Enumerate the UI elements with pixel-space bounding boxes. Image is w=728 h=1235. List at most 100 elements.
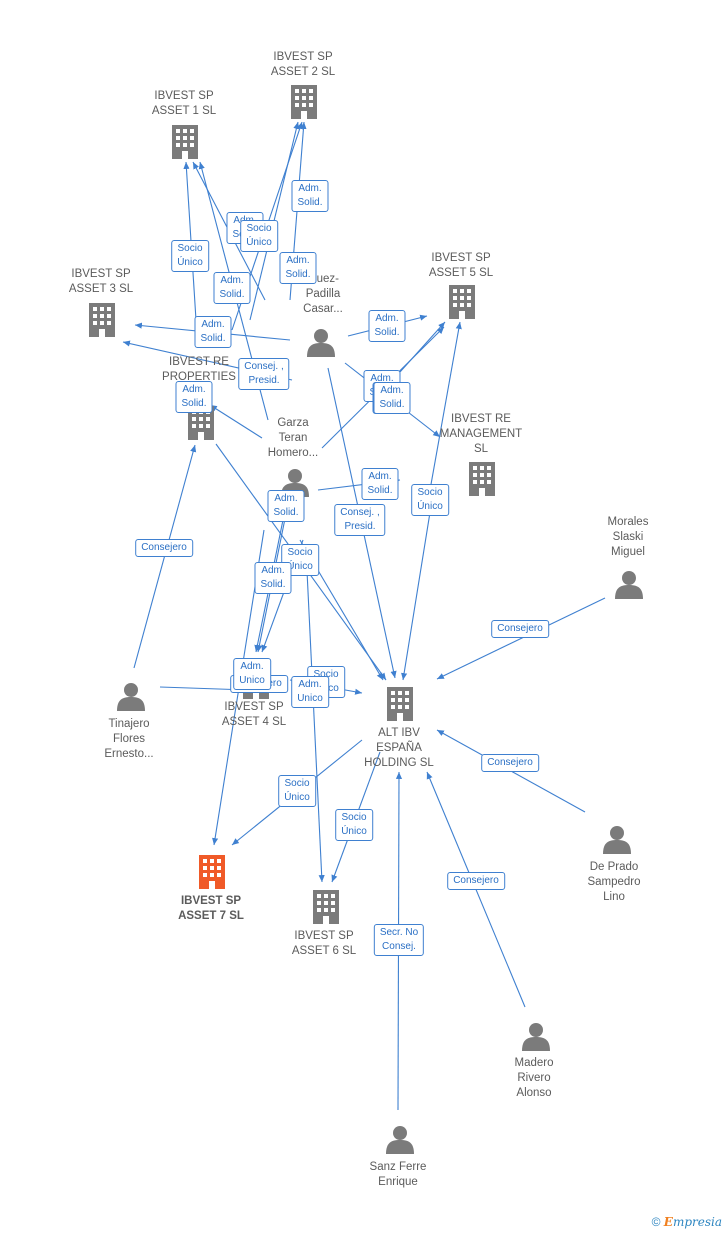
relation-label[interactable]: Consej. , Presid. — [334, 504, 386, 536]
relation-label[interactable]: Adm.Solid. — [373, 382, 411, 414]
relation-label[interactable]: Adm.Solid. — [267, 490, 305, 522]
person-icon[interactable] — [307, 329, 335, 357]
relation-label-line: Consejero — [141, 542, 187, 553]
company-icon[interactable] — [387, 687, 413, 721]
label-line: ASSET 1 SL — [151, 105, 217, 117]
label-line: ASSET 3 SL — [68, 283, 134, 295]
label-line: Garza — [277, 417, 309, 429]
label-line: IBVEST SP — [224, 701, 284, 713]
company-icon[interactable] — [89, 303, 115, 337]
logo-text: mpresia — [672, 1215, 722, 1229]
person-icon[interactable] — [615, 571, 643, 599]
relation-label-line: Único — [417, 501, 443, 512]
label-line: IBVEST SP — [154, 90, 214, 102]
person-icon[interactable] — [603, 826, 631, 854]
relation-label[interactable]: Adm.Solid. — [279, 252, 317, 284]
label-line: ALT IBV — [378, 727, 420, 739]
relation-label-line: Adm. — [370, 373, 394, 384]
edge-line — [305, 549, 325, 883]
relation-label[interactable]: Adm.Solid. — [213, 272, 251, 304]
relation-label[interactable]: Consejero — [491, 620, 549, 638]
relation-label[interactable]: Adm.Solid. — [194, 316, 232, 348]
company-icon[interactable] — [469, 462, 495, 496]
relation-label-line: Solid. — [374, 327, 400, 338]
relation-label-line: Adm. — [274, 493, 298, 504]
relation-label-line: Adm. — [261, 565, 285, 576]
label-line: IBVEST SP — [294, 930, 354, 942]
relation-label-line: Socio — [341, 812, 367, 823]
person-icon[interactable] — [522, 1023, 550, 1051]
relation-label-line: Consejero — [497, 623, 543, 634]
relation-label-line: Adm. — [298, 183, 322, 194]
label-line: Casar... — [303, 303, 343, 315]
relation-label[interactable]: Adm. Solid. — [368, 310, 406, 342]
person-icon[interactable] — [117, 683, 145, 711]
relation-label[interactable]: Adm.Unico — [291, 676, 329, 708]
company-icon[interactable] — [449, 285, 475, 319]
company-name-label[interactable]: IBVEST SP ASSET 1 SL — [152, 89, 216, 119]
relation-label-line: Consejero — [487, 757, 533, 768]
company-icon[interactable] — [291, 85, 317, 119]
relation-label-line: Socio — [246, 223, 272, 234]
label-line: Miguel — [611, 546, 645, 558]
label-line: Sanz Ferre — [369, 1161, 427, 1173]
relation-label-line: Presid. — [344, 521, 376, 532]
relation-label[interactable]: Consejero — [447, 872, 505, 890]
edge-line — [209, 404, 263, 439]
label-line: HOLDING SL — [364, 757, 434, 769]
label-line: ASSET 2 SL — [270, 66, 336, 78]
relation-label-line: Adm. — [240, 661, 264, 672]
relation-label-line: Único — [177, 257, 203, 268]
relation-label-line: Solid. — [200, 333, 226, 344]
relation-label[interactable]: Consej. ,Presid. — [238, 358, 290, 390]
relation-label[interactable]: Adm. Solid. — [175, 381, 213, 413]
relation-label[interactable]: Adm.Solid. — [291, 180, 329, 212]
relation-label-line: Adm. — [286, 255, 310, 266]
relation-label[interactable]: Adm.Unico — [233, 658, 271, 690]
relation-label-line: Socio — [313, 669, 339, 680]
company-icon[interactable] — [313, 890, 339, 924]
relation-label[interactable]: Consejero — [135, 539, 193, 557]
relation-label-line: Socio — [287, 547, 313, 558]
relation-label-line: Adm. — [182, 384, 206, 395]
company-icon[interactable] — [172, 125, 198, 159]
relation-label[interactable]: Adm.Solid. — [254, 562, 292, 594]
relation-label[interactable]: Consejero — [481, 754, 539, 772]
company-name-label[interactable]: IBVEST SP ASSET 4 SL — [222, 700, 286, 730]
label-line: ASSET 4 SL — [221, 716, 287, 728]
relation-label[interactable]: Adm.Solid. — [361, 468, 399, 500]
relation-label-line: Consej. — [382, 941, 416, 952]
label-line: SL — [473, 443, 489, 455]
person-icon[interactable] — [386, 1126, 414, 1154]
relation-label-line: Adm. — [375, 313, 399, 324]
footer-brand[interactable]: © Empresia — [652, 1215, 722, 1229]
focus-company-icon[interactable] — [199, 855, 225, 889]
label-line: Rivero — [517, 1072, 551, 1084]
relation-label-line: Solid. — [181, 398, 207, 409]
label-line: MANAGEMENT — [439, 428, 523, 440]
label-line: Slaski — [612, 531, 644, 543]
relation-label-line: Consej. , — [340, 507, 380, 518]
